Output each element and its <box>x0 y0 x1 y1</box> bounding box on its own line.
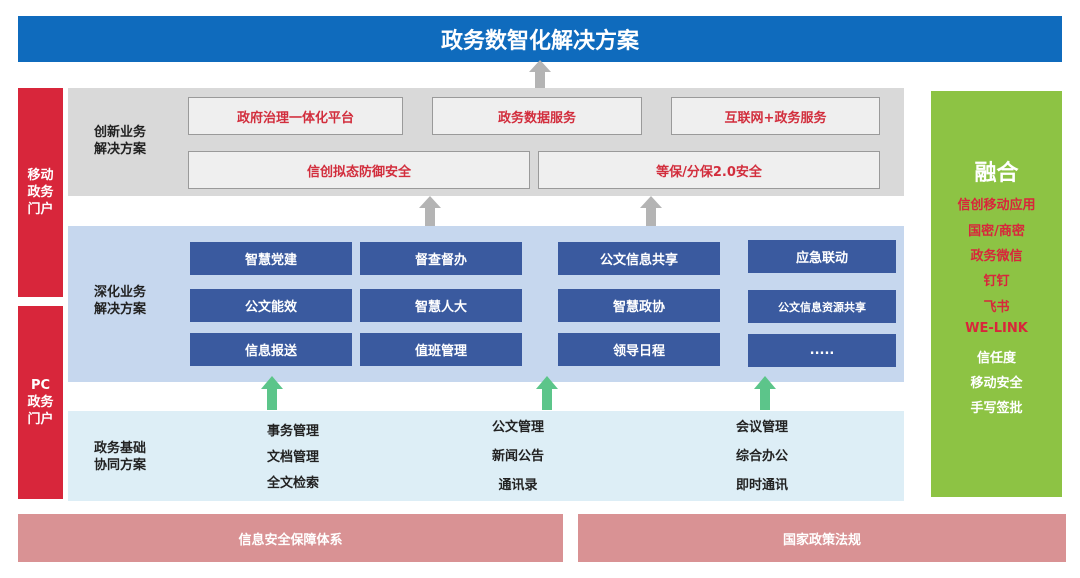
portal-text: 政务 <box>27 395 54 410</box>
pc-portal[interactable]: PC 政务 门户 <box>18 306 63 499</box>
basic-label: 政务基础 协同方案 <box>80 440 160 474</box>
up-arrow-icon <box>536 376 558 410</box>
service-label: 信息报送 <box>244 344 297 359</box>
solution-label: 信创拟态防御安全 <box>306 164 411 180</box>
up-arrow-icon <box>529 60 551 90</box>
service-label: 公文信息共享 <box>599 253 678 268</box>
fusion-item[interactable]: 信创移动应用 <box>957 198 1036 213</box>
service-label: 督查督办 <box>414 253 467 268</box>
solution-box[interactable]: 信创拟态防御安全 <box>188 151 530 189</box>
solution-box[interactable]: 政务数据服务 <box>432 97 642 135</box>
service-label: 公文信息资源共享 <box>778 300 866 314</box>
basic-item[interactable]: 公文管理 <box>491 420 544 435</box>
basic-item[interactable]: 事务管理 <box>266 424 319 439</box>
label-line: 深化业务 <box>93 285 146 300</box>
service-box[interactable]: 智慧党建 <box>190 242 352 275</box>
service-box[interactable]: 领导日程 <box>558 333 720 366</box>
label-line: 政务基础 <box>93 441 146 456</box>
portal-text: 移动 <box>27 168 54 183</box>
fusion-item[interactable]: WE-LINK <box>965 321 1028 336</box>
portal-text: 门户 <box>27 202 54 217</box>
solution-box[interactable]: 互联网+政务服务 <box>671 97 880 135</box>
basic-panel <box>68 411 904 501</box>
solution-label: 政府治理一体化平台 <box>236 110 354 126</box>
fusion-item[interactable]: 钉钉 <box>983 274 1010 289</box>
service-label: 智慧党建 <box>244 253 297 268</box>
service-label: 值班管理 <box>414 344 467 359</box>
up-arrow-icon <box>754 376 776 410</box>
fusion-item[interactable]: 信任度 <box>976 351 1016 366</box>
solution-label: 政务数据服务 <box>497 110 576 126</box>
fusion-item[interactable]: 飞书 <box>983 300 1010 315</box>
service-box[interactable]: 信息报送 <box>190 333 352 366</box>
label-line: 解决方案 <box>93 142 146 157</box>
deepen-label: 深化业务 解决方案 <box>80 284 160 318</box>
mobile-portal[interactable]: 移动 政务 门户 <box>18 88 63 297</box>
basic-item[interactable]: 全文检索 <box>266 476 319 491</box>
portal-text: 门户 <box>27 412 54 427</box>
up-arrow-icon <box>261 376 283 410</box>
fusion-item[interactable]: 国密/商密 <box>968 224 1025 239</box>
service-box[interactable]: ..... <box>748 334 896 367</box>
innovation-label: 创新业务 解决方案 <box>80 124 160 158</box>
service-box[interactable]: 应急联动 <box>748 240 896 273</box>
service-box[interactable]: 智慧政协 <box>558 289 720 322</box>
fusion-item[interactable]: 政务微信 <box>970 249 1023 264</box>
footer-label: 国家政策法规 <box>782 532 861 548</box>
title-banner: 政务数智化解决方案 <box>18 16 1062 62</box>
service-label: 智慧人大 <box>414 300 467 315</box>
policy-regulations-bar: 国家政策法规 <box>578 514 1066 562</box>
service-label: ..... <box>809 343 835 358</box>
basic-item[interactable]: 新闻公告 <box>491 449 544 464</box>
label-line: 解决方案 <box>93 302 146 317</box>
fusion-item[interactable]: 移动安全 <box>970 376 1023 391</box>
portal-text: PC <box>30 378 51 393</box>
fusion-title: 融合 <box>974 161 1019 186</box>
service-label: 公文能效 <box>244 300 297 315</box>
basic-item[interactable]: 即时通讯 <box>735 478 788 493</box>
up-arrow-icon <box>640 196 662 226</box>
service-box[interactable]: 督查督办 <box>360 242 522 275</box>
basic-item[interactable]: 文档管理 <box>266 450 319 465</box>
label-line: 创新业务 <box>93 125 146 140</box>
label-line: 协同方案 <box>93 458 146 473</box>
solution-label: 等保/分保2.0安全 <box>656 164 762 180</box>
fusion-panel <box>931 91 1062 497</box>
page-title: 政务数智化解决方案 <box>440 29 639 54</box>
service-box[interactable]: 智慧人大 <box>360 289 522 322</box>
service-label: 应急联动 <box>795 251 848 266</box>
service-box[interactable]: 公文信息资源共享 <box>748 290 896 323</box>
service-label: 智慧政协 <box>612 300 665 315</box>
basic-item[interactable]: 综合办公 <box>735 449 788 464</box>
security-system-bar: 信息安全保障体系 <box>18 514 563 562</box>
fusion-item[interactable]: 手写签批 <box>970 401 1023 416</box>
portal-text: 政务 <box>27 185 54 200</box>
service-box[interactable]: 值班管理 <box>360 333 522 366</box>
up-arrow-icon <box>419 196 441 226</box>
service-box[interactable]: 公文信息共享 <box>558 242 720 275</box>
basic-item[interactable]: 通讯录 <box>498 478 538 493</box>
footer-label: 信息安全保障体系 <box>238 532 343 548</box>
solution-label: 互联网+政务服务 <box>724 110 827 126</box>
basic-item[interactable]: 会议管理 <box>735 420 788 435</box>
service-label: 领导日程 <box>612 344 665 359</box>
service-box[interactable]: 公文能效 <box>190 289 352 322</box>
solution-box[interactable]: 政府治理一体化平台 <box>188 97 403 135</box>
solution-box[interactable]: 等保/分保2.0安全 <box>538 151 880 189</box>
